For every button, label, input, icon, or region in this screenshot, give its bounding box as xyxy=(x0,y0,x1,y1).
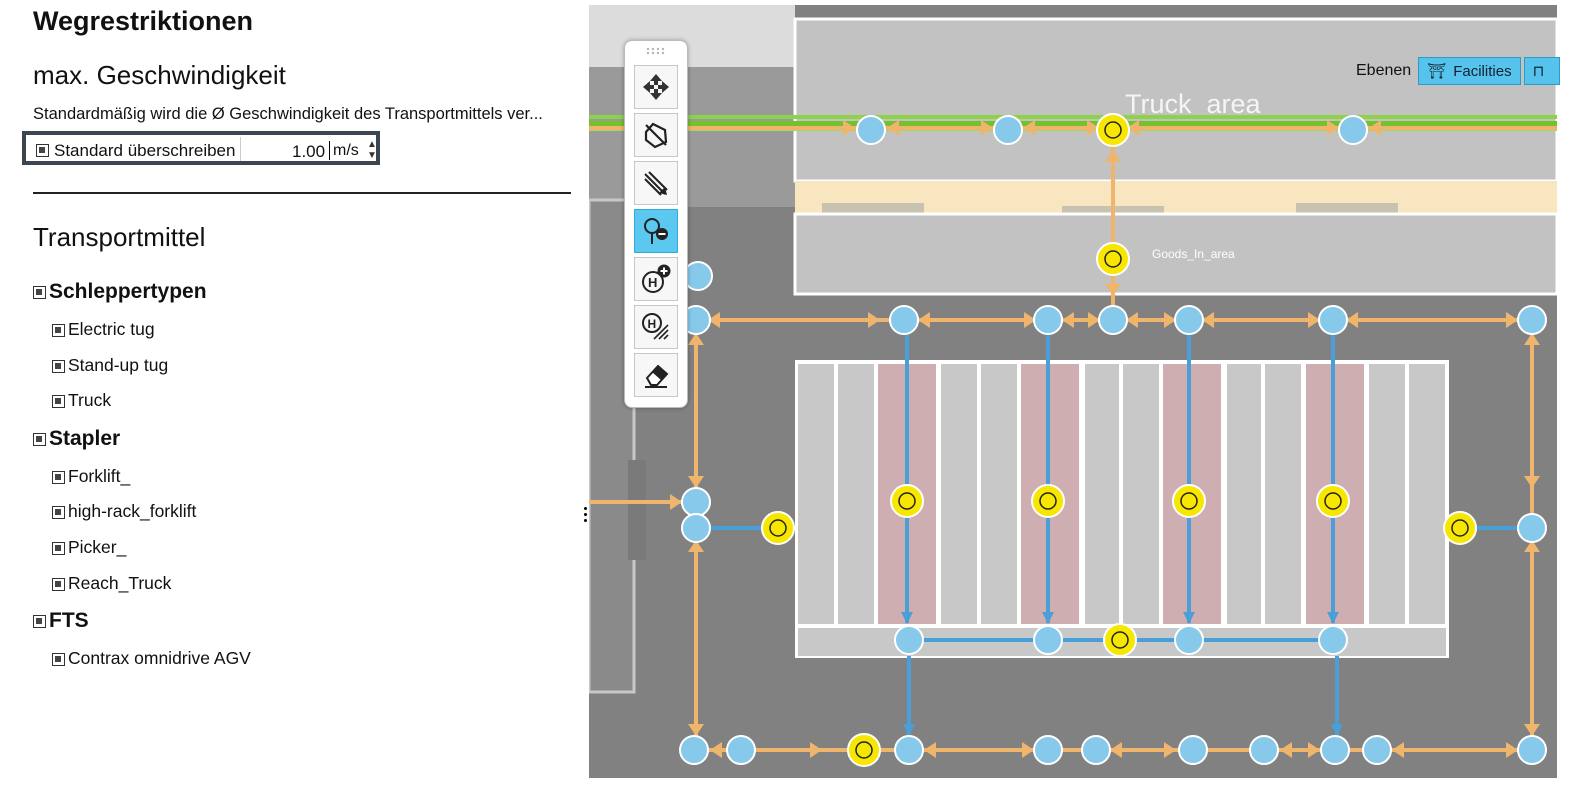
truck-area[interactable] xyxy=(793,17,1557,183)
goods-in-label: Goods_In_area xyxy=(1152,247,1235,261)
text-caret xyxy=(329,141,330,160)
select-area-tool-button[interactable] xyxy=(634,113,678,157)
stop-nodes[interactable] xyxy=(761,113,1477,767)
category-label: FTS xyxy=(49,609,89,632)
vehicle-checkbox[interactable] xyxy=(52,652,65,666)
add-stop-tool-button[interactable]: H xyxy=(634,257,678,301)
grip-icon[interactable] xyxy=(645,47,667,55)
panel-title: Wegrestriktionen xyxy=(33,6,254,36)
speed-heading: max. Geschwindigkeit xyxy=(33,60,286,90)
vehicle-label: Picker_ xyxy=(68,537,127,557)
svg-text:H: H xyxy=(648,317,657,331)
second-layer-button[interactable]: ⊓ xyxy=(1523,57,1560,85)
category-label: Stapler xyxy=(49,427,121,450)
facilities-layer-button[interactable]: ⛩ Facilities xyxy=(1418,57,1521,85)
vehicle-checkbox[interactable] xyxy=(52,323,65,337)
vehicle-checkbox[interactable] xyxy=(52,359,65,373)
divider xyxy=(33,192,571,194)
stop-area-tool-button[interactable]: H xyxy=(634,305,678,349)
vehicle-label: high-rack_forklift xyxy=(68,501,197,521)
speed-spinner[interactable]: ▲ ▼ xyxy=(367,139,377,161)
goods-in-area[interactable] xyxy=(793,212,1557,296)
vehicle-label: Reach_Truck xyxy=(68,573,172,593)
restrictions-panel: Wegrestriktionen max. Geschwindigkeit St… xyxy=(0,0,588,800)
layout-map[interactable]: Truck_area Goods_In_area xyxy=(589,5,1557,778)
path-arrows xyxy=(670,120,1540,758)
gate xyxy=(628,460,646,560)
category-stapler[interactable]: Stapler xyxy=(33,427,120,451)
vehicle-checkbox[interactable] xyxy=(52,470,65,484)
truck-area-label: Truck_area xyxy=(1125,89,1262,119)
category-checkbox[interactable] xyxy=(33,285,46,299)
svg-text:H: H xyxy=(648,275,657,290)
vehicle-item[interactable]: Electric tug xyxy=(52,319,155,340)
vehicle-item[interactable]: high-rack_forklift xyxy=(52,501,196,522)
draw-path-icon xyxy=(644,171,668,196)
blue-paths xyxy=(710,335,1520,736)
override-checkbox[interactable] xyxy=(36,144,49,157)
remove-point-icon xyxy=(644,218,668,244)
vehicle-label: Forklift_ xyxy=(68,466,131,486)
category-schleppertypen[interactable]: Schleppertypen xyxy=(33,280,207,304)
vehicle-item[interactable]: Forklift_ xyxy=(52,466,130,487)
outside-area xyxy=(589,5,795,67)
facilities-label: Facilities xyxy=(1453,62,1512,80)
remove-point-tool-button[interactable] xyxy=(634,209,678,253)
category-checkbox[interactable] xyxy=(33,614,46,628)
stop-area-icon: H xyxy=(642,313,669,340)
add-stop-icon: H xyxy=(642,264,671,293)
category-checkbox[interactable] xyxy=(33,432,46,446)
vehicle-item[interactable]: Contrax omnidrive AGV xyxy=(52,648,251,669)
vehicle-label: Electric tug xyxy=(68,319,155,339)
area-select-icon xyxy=(644,122,668,149)
spin-down-icon[interactable]: ▼ xyxy=(367,150,377,161)
speed-value[interactable]: 1.00 xyxy=(292,142,326,161)
speed-input[interactable]: 1.00 m/s ▲ ▼ xyxy=(240,137,377,161)
vehicle-checkbox[interactable] xyxy=(52,505,65,519)
override-label: Standard überschreiben xyxy=(54,141,236,160)
dock xyxy=(1296,203,1398,213)
move-icon xyxy=(643,74,669,100)
vehicle-checkbox[interactable] xyxy=(52,541,65,555)
speed-description: Standardmäßig wird die Ø Geschwindigkeit… xyxy=(33,105,543,123)
wall-area xyxy=(589,67,795,207)
eraser-tool-button[interactable] xyxy=(634,353,678,397)
panel-splitter[interactable] xyxy=(583,505,589,529)
rail xyxy=(589,115,1557,119)
vehicles-heading: Transportmittel xyxy=(33,222,206,252)
vehicle-checkbox[interactable] xyxy=(52,394,65,408)
layer-icon: ⊓ xyxy=(1532,63,1545,80)
speed-unit: m/s xyxy=(333,142,359,159)
draw-path-tool-button[interactable] xyxy=(634,161,678,205)
vehicle-label: Contrax omnidrive AGV xyxy=(68,648,251,668)
layers-label: Ebenen xyxy=(1356,62,1412,79)
category-label: Schleppertypen xyxy=(49,280,207,303)
rail xyxy=(589,121,1557,127)
category-fts[interactable]: FTS xyxy=(33,609,89,633)
vehicle-item[interactable]: Truck xyxy=(52,390,111,411)
vehicle-checkbox[interactable] xyxy=(52,577,65,591)
facilities-icon: ⛩ xyxy=(1427,63,1447,80)
vehicle-label: Stand-up tug xyxy=(68,355,169,375)
eraser-icon xyxy=(645,364,669,388)
spin-up-icon[interactable]: ▲ xyxy=(367,139,377,150)
vehicle-item[interactable]: Stand-up tug xyxy=(52,355,168,376)
layers-bar: Ebenen ⛩ Facilities ⊓ xyxy=(1356,56,1560,86)
move-tool-button[interactable] xyxy=(634,65,678,109)
override-speed-row: Standard überschreiben 1.00 m/s ▲ ▼ xyxy=(22,131,380,165)
path-nodes[interactable] xyxy=(679,115,1547,765)
dock xyxy=(822,203,924,213)
vehicle-item[interactable]: Reach_Truck xyxy=(52,573,171,594)
map-toolbar: H H xyxy=(624,40,688,408)
vehicle-item[interactable]: Picker_ xyxy=(52,537,126,558)
vehicle-label: Truck xyxy=(68,390,112,410)
